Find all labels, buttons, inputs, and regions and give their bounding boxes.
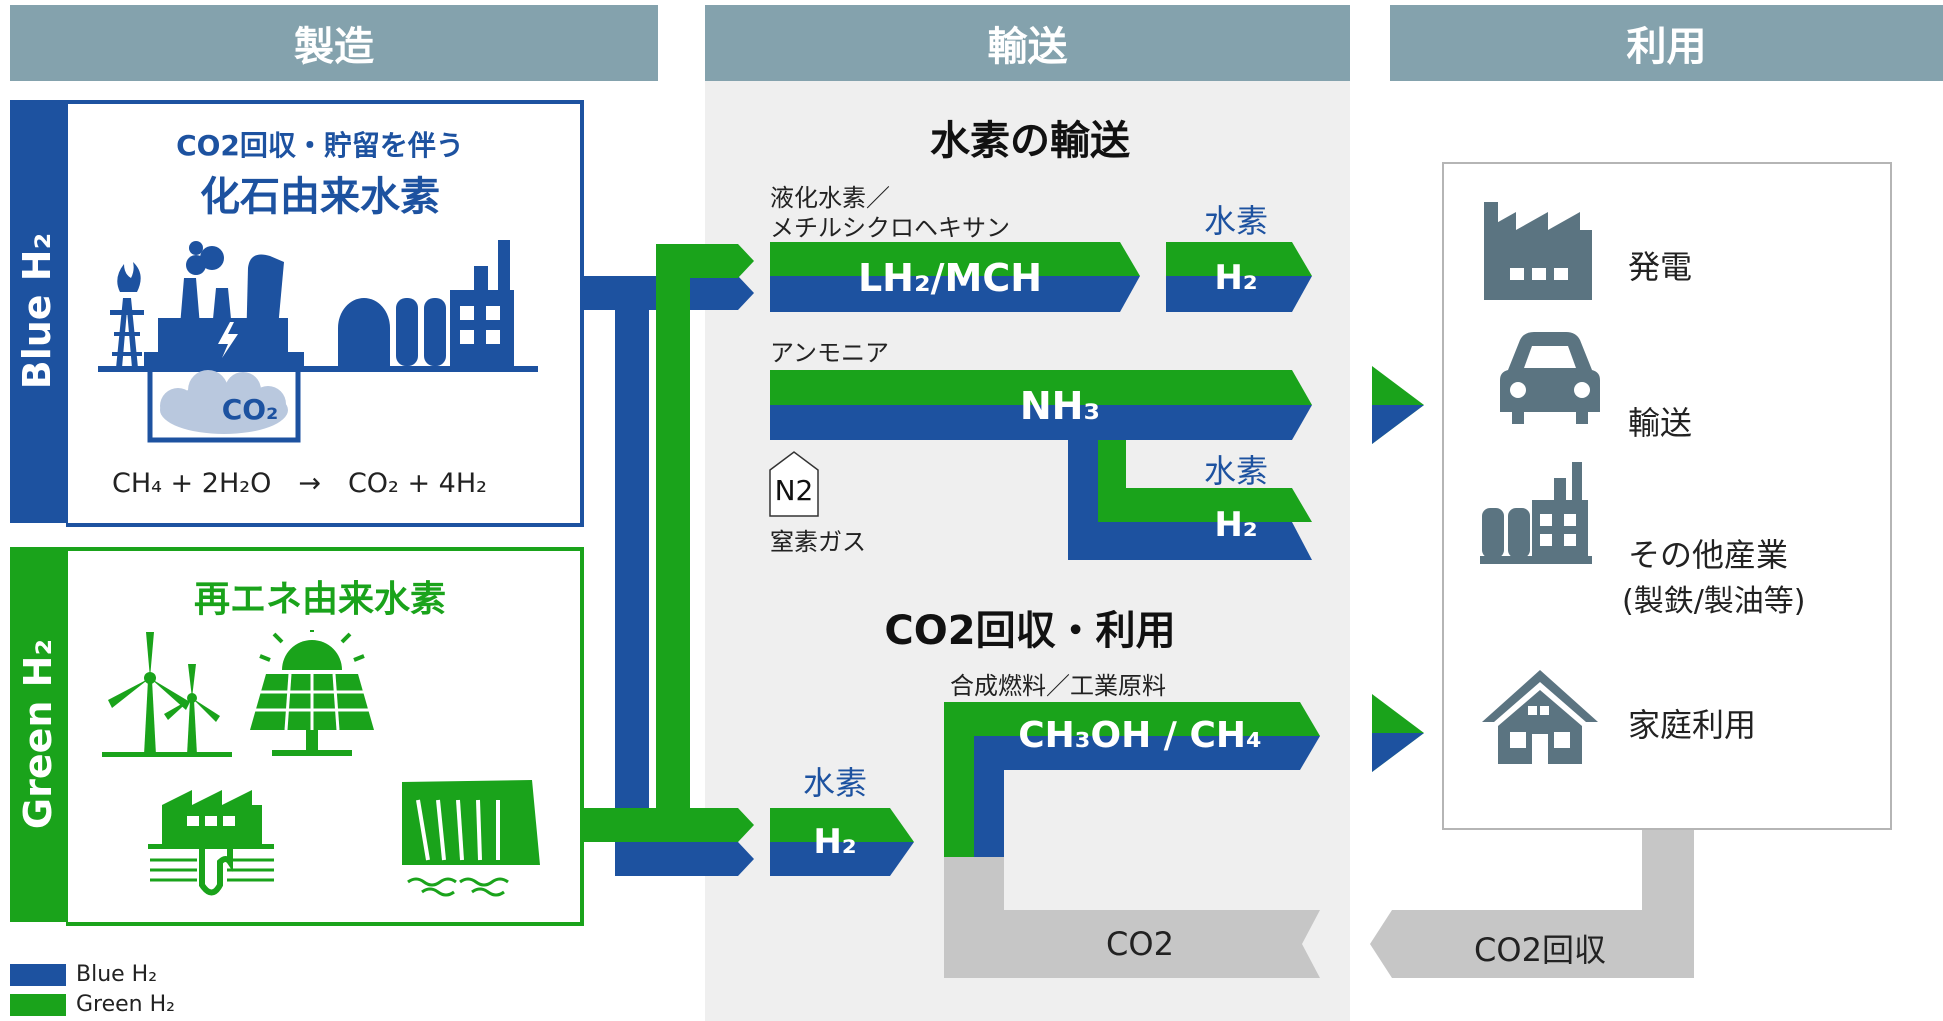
hydro-dam-icon (402, 780, 540, 897)
ammonia-caption: アンモニア (770, 339, 890, 367)
blue-box-title: 化石由来水素 (200, 174, 440, 220)
transport-section2-title: CO2回収・利用 (884, 608, 1176, 654)
h2-label-1: H₂ (1214, 258, 1258, 298)
renewable-illustration (102, 630, 540, 897)
co2-return-label: CO2 (1106, 925, 1174, 963)
lh2-label: LH₂/MCH (857, 256, 1043, 300)
blue-h2-box (66, 100, 584, 527)
gas-rig-icon (110, 262, 144, 368)
co2-storage-icon (147, 370, 301, 443)
legend-blue-swatch (10, 964, 66, 986)
nh3-arrow (770, 370, 1312, 440)
n2-label: N2 (774, 474, 814, 507)
blue-h2-sidebar (10, 100, 68, 523)
lh2-caption-line2: メチルシクロヘキサン (770, 214, 1010, 242)
green-box-title: 再エネ由来水素 (193, 579, 446, 620)
blue-box-subtitle: CO2回収・貯留を伴う (176, 129, 464, 162)
house-icon (1482, 670, 1598, 764)
h2-label-2: H₂ (1214, 505, 1258, 545)
n2-caption: 窒素ガス (770, 528, 866, 556)
usage-arrow-2b (1372, 733, 1424, 772)
co2-return-path (944, 826, 1694, 978)
plant-icon (1480, 462, 1592, 564)
hydrogen-word-1: 水素 (1203, 202, 1268, 240)
nh3-label: NH₃ (1019, 384, 1101, 428)
factory-icon (1484, 202, 1592, 300)
h2-arrow-1 (1166, 242, 1312, 312)
co2-capture-label: CO2回収 (1474, 931, 1606, 969)
wind-turbine-icon (102, 632, 232, 757)
transport-section1-title: 水素の輸送 (930, 118, 1130, 164)
nh3-branch (1068, 440, 1312, 560)
n2-symbol (769, 451, 819, 517)
usage-arrow-1b (1372, 405, 1424, 444)
header-transport: 輸送 (705, 5, 1350, 81)
lh2-arrow (770, 242, 1140, 312)
usage-label-power: 発電 (1628, 248, 1693, 286)
usage-label-transport: 輸送 (1628, 404, 1693, 442)
header-usage: 利用 (1390, 5, 1943, 81)
solar-panel-icon (250, 630, 374, 756)
car-icon (1500, 332, 1600, 424)
green-h2-sidebar (10, 547, 68, 922)
co2-tank-label: CO₂ (221, 393, 279, 426)
legend-green-label: Green H₂ (76, 992, 175, 1017)
green-pipes (580, 244, 754, 842)
usage-label-industry-sub: (製鉄/製油等) (1622, 584, 1806, 619)
h2-label-3: H₂ (813, 822, 857, 862)
legend-green-swatch (10, 994, 66, 1016)
h2-arrow-3 (770, 808, 914, 876)
lh2-caption-line1: 液化水素／ (770, 184, 890, 212)
methanol-label: CH₃OH / CH₄ (1018, 715, 1262, 756)
usage-icons (1480, 202, 1600, 764)
usage-label-industry: その他産業 (1628, 536, 1789, 574)
usage-label-household: 家庭利用 (1628, 706, 1757, 744)
hydrogen-word-2: 水素 (1203, 452, 1268, 490)
reforming-equation: CH₄ + 2H₂O → CO₂ + 4H₂ (112, 468, 487, 499)
geothermal-icon (148, 790, 274, 896)
hydrogen-word-3: 水素 (802, 764, 867, 802)
header-production: 製造 (10, 5, 658, 81)
green-h2-box (66, 547, 584, 926)
fossil-plant-illustration (98, 240, 538, 443)
legend-blue-label: Blue H₂ (76, 962, 158, 987)
synth-caption: 合成燃料／工業原料 (950, 672, 1166, 700)
refinery-icon (338, 240, 514, 366)
ground-line (98, 366, 538, 372)
methanol-arrow (944, 702, 1320, 857)
